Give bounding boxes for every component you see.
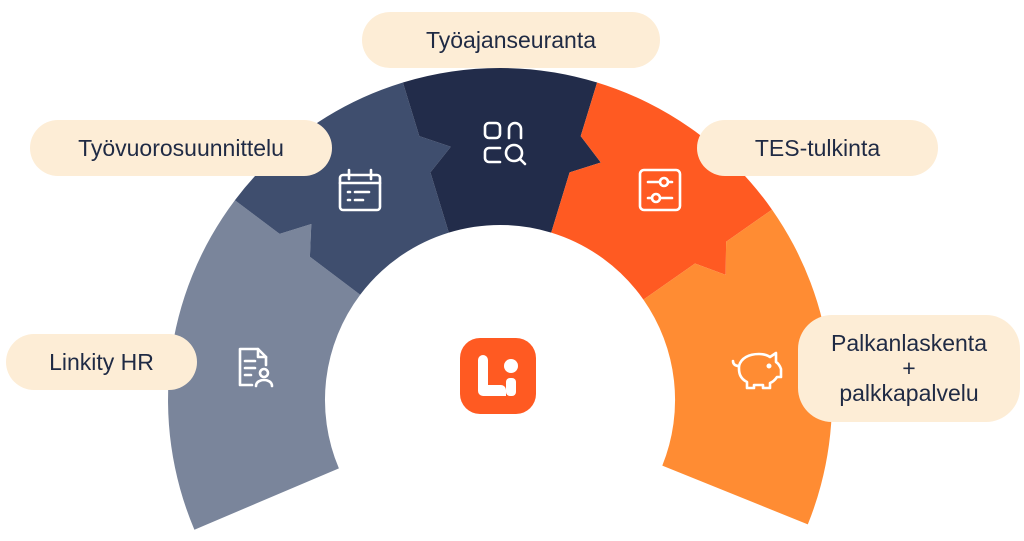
document-person-icon	[238, 347, 274, 388]
calendar-list-icon	[338, 168, 382, 212]
label-text-line: +	[902, 355, 916, 381]
segment-tes-tulkinta	[551, 82, 772, 300]
segment-tyovuorosuunnittelu	[234, 82, 451, 295]
label-text: TES-tulkinta	[754, 134, 881, 161]
label-text-line: Palkanlaskenta	[831, 330, 987, 356]
label-tes-tulkinta: TES-tulkinta	[697, 120, 938, 176]
segment-linkity-hr	[168, 200, 361, 530]
sliders-icon	[638, 168, 682, 212]
linkity-logo-mark	[478, 355, 518, 396]
piggy-bank-icon	[731, 351, 783, 390]
label-linkity-hr: Linkity HR	[6, 334, 197, 390]
label-tyoajanseuranta: Työajanseuranta	[362, 12, 660, 68]
segment-tyoajanseuranta	[402, 67, 601, 233]
grid-search-icon	[483, 121, 527, 166]
linkity-logo	[460, 338, 536, 414]
label-text: Työajanseuranta	[425, 26, 597, 53]
label-palkanlaskenta: Palkanlaskenta + palkkapalvelu	[798, 315, 1020, 422]
label-text-line: palkkapalvelu	[839, 380, 979, 406]
label-tyovuorosuunnittelu: Työvuorosuunnittelu	[30, 120, 332, 176]
label-text: Linkity HR	[49, 348, 154, 375]
label-text: Työvuorosuunnittelu	[78, 134, 284, 161]
